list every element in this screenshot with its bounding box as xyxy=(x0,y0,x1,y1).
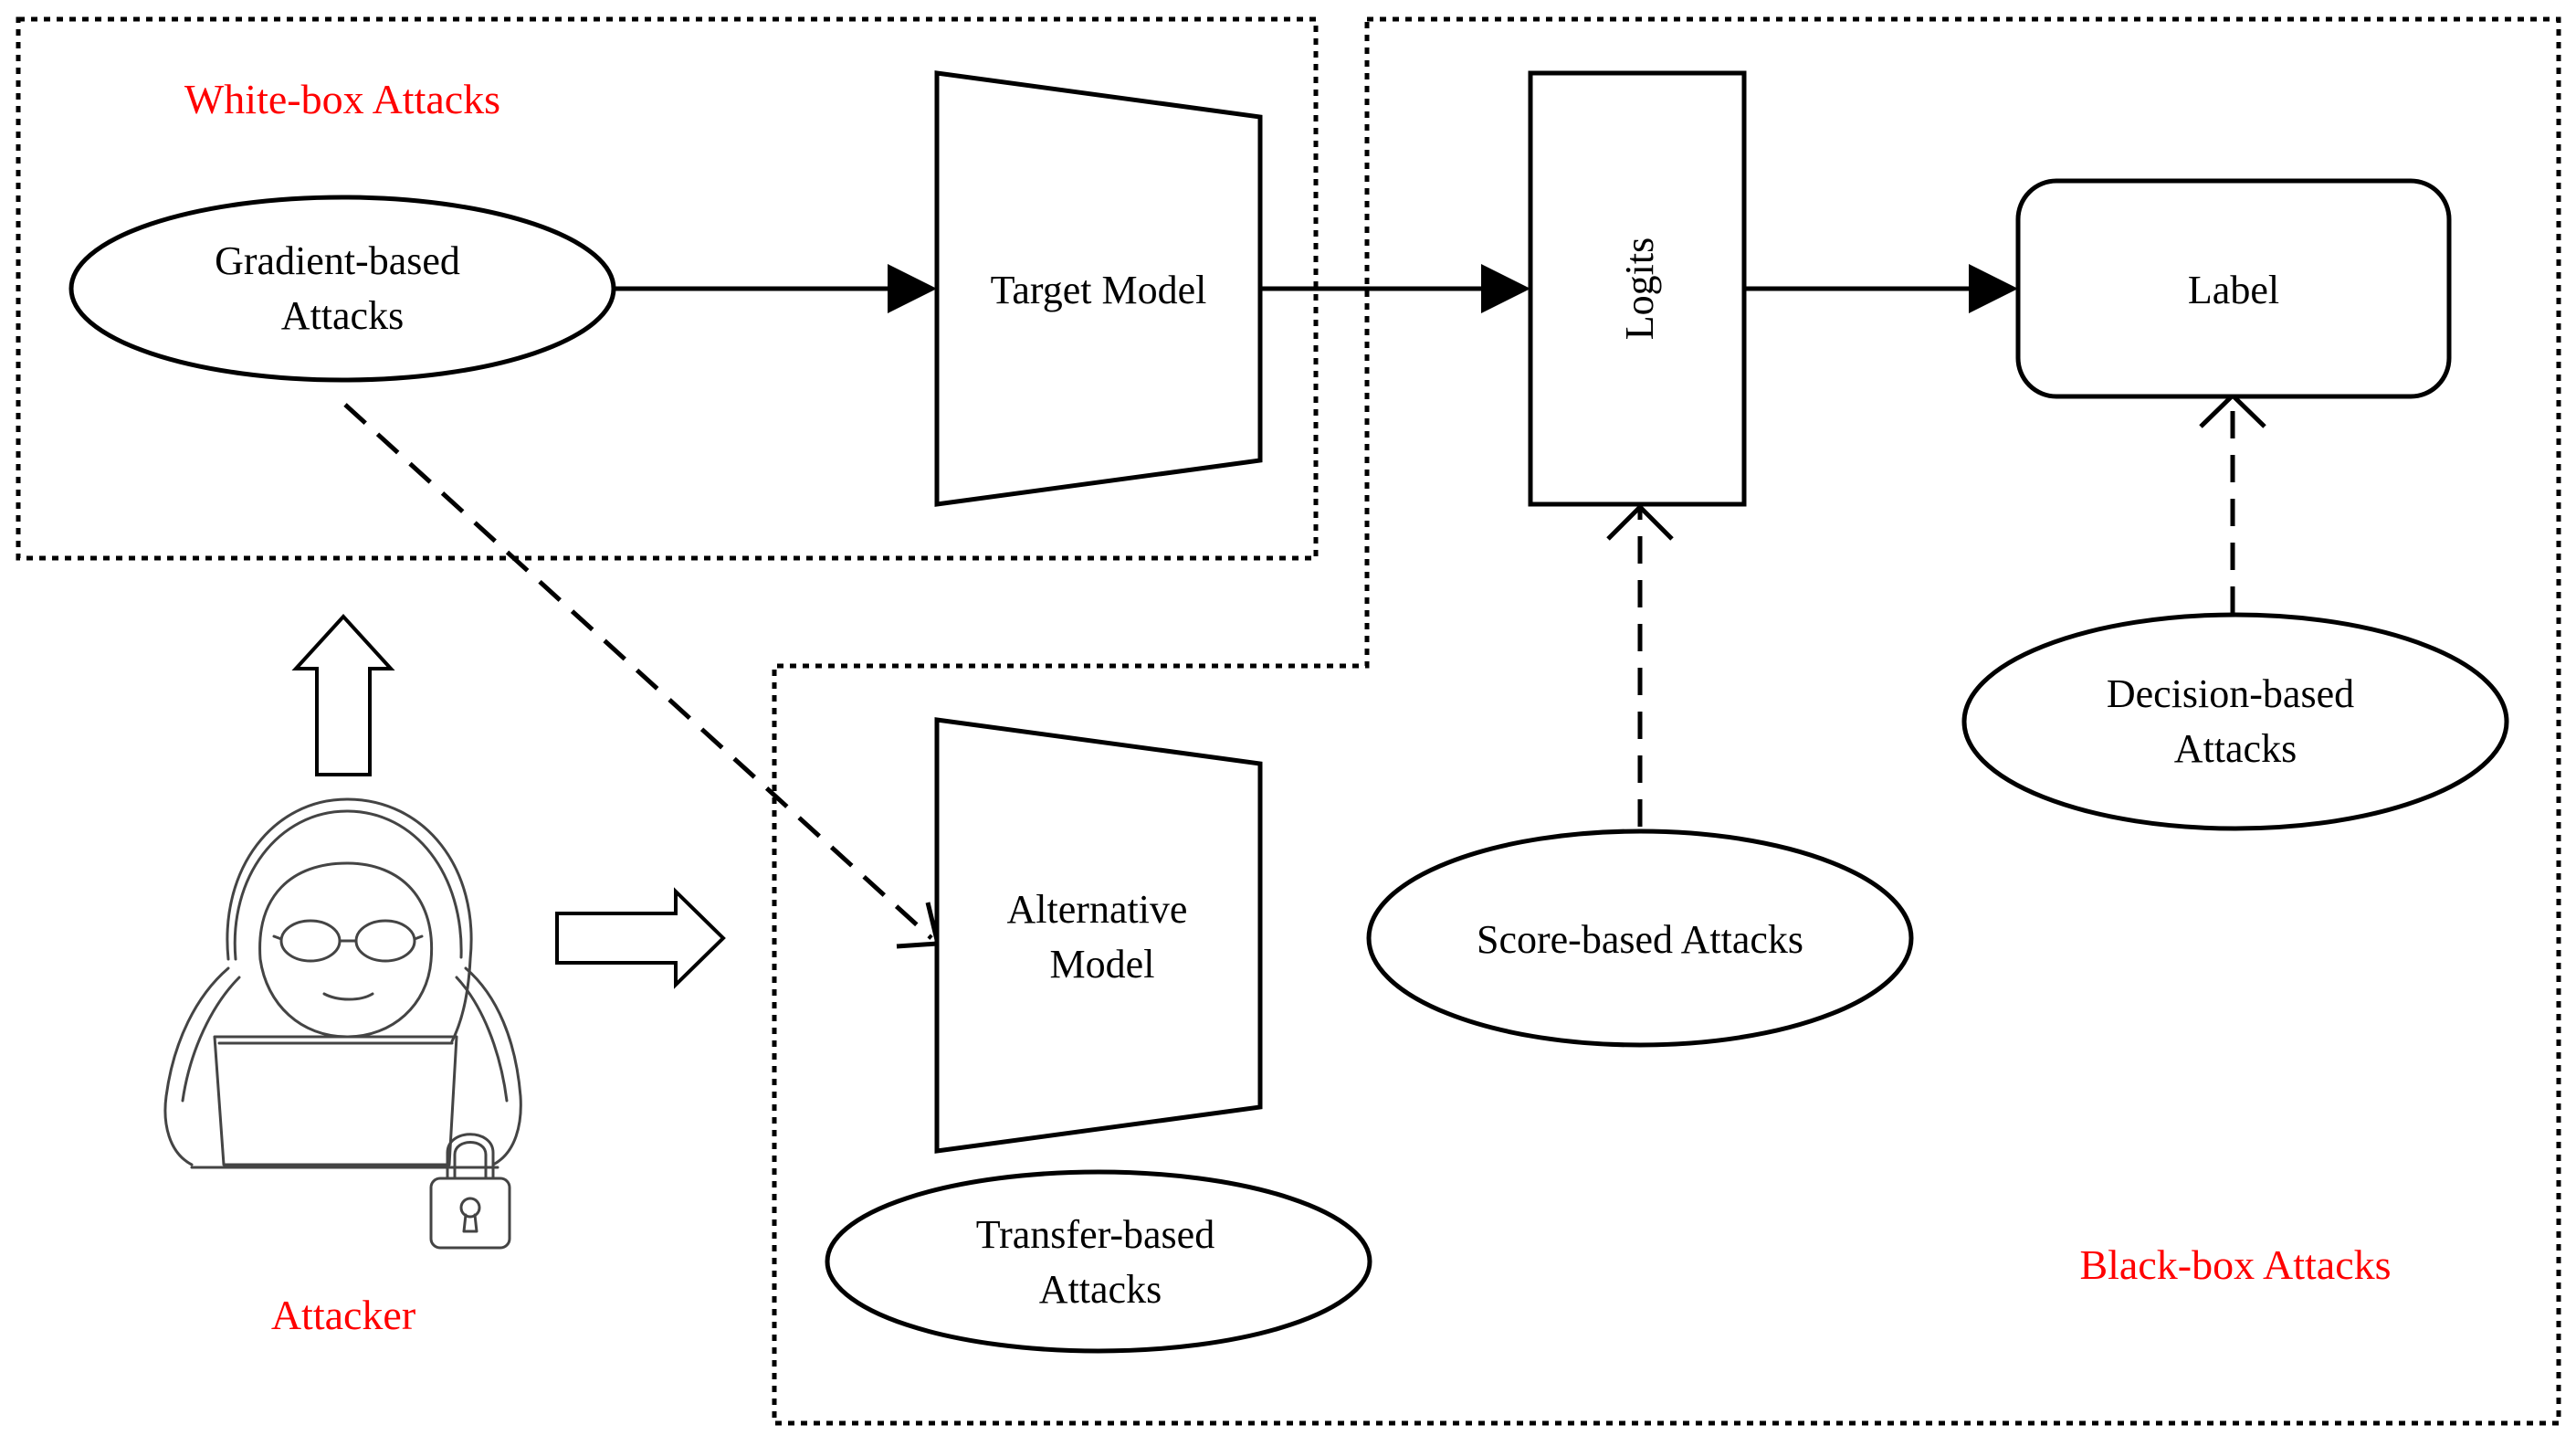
decision-based-attacks-label: Decision-based Attacks xyxy=(2107,671,2364,771)
hooded-hacker-laptop-icon xyxy=(163,797,522,1169)
black-box-region-label: Black-box Attacks xyxy=(2079,1241,2391,1288)
attacker-up-arrow-icon xyxy=(291,614,395,776)
attacker-label: Attacker xyxy=(271,1292,415,1338)
transfer-based-attacks-node xyxy=(825,1169,1372,1354)
gradient-based-attacks-label: Gradient-based Attacks xyxy=(215,238,470,338)
label-node xyxy=(2015,178,2452,399)
gradient-to-target-arrowhead xyxy=(888,264,937,313)
black-box-region xyxy=(772,16,2561,1426)
logits-to-label-arrowhead xyxy=(1969,264,2018,313)
target-model-node xyxy=(934,70,1263,507)
white-box-region-label: White-box Attacks xyxy=(184,76,500,122)
logits-node xyxy=(1528,70,1747,507)
gradient-based-attacks-node xyxy=(68,195,616,383)
gradient-to-alternative-dashed-arrow xyxy=(343,403,933,940)
score-based-attacks-node xyxy=(1366,829,1914,1048)
alternative-model-node xyxy=(934,717,1263,1154)
score-based-attacks-label: Score-based Attacks xyxy=(1477,917,1803,962)
decision-based-attacks-node xyxy=(1961,612,2509,831)
score-to-logits-dashed-arrowhead xyxy=(1606,503,1674,541)
transfer-based-attacks-label: Transfer-based Attacks xyxy=(976,1212,1225,1312)
padlock-icon xyxy=(429,1133,511,1250)
white-box-region xyxy=(16,16,1319,561)
attacker-right-arrow-icon xyxy=(555,887,726,989)
target-to-logits-arrowhead xyxy=(1481,264,1530,313)
logits-label: Logits xyxy=(1617,237,1662,340)
label-node-label: Label xyxy=(2188,268,2279,312)
target-model-label: Target Model xyxy=(991,268,1207,312)
alternative-model-label: Alternative Model xyxy=(1007,887,1198,987)
